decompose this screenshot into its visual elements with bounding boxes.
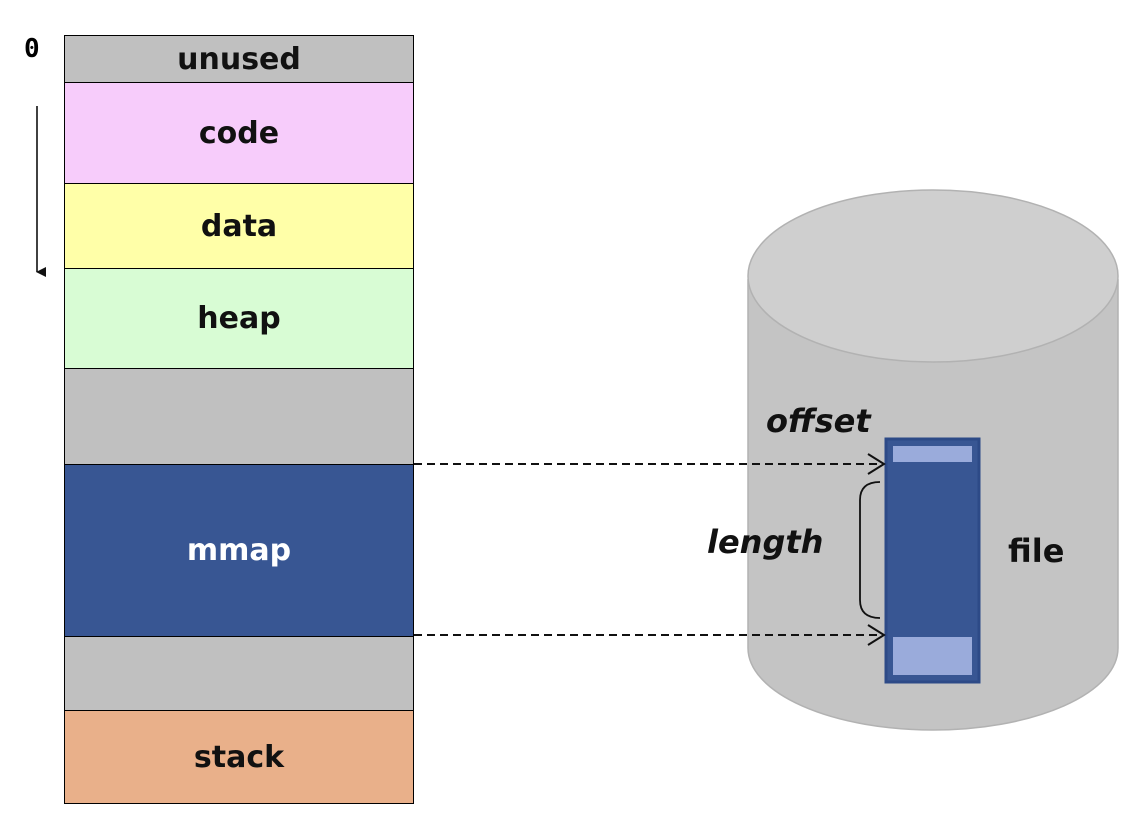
segment-mmap: mmap bbox=[64, 464, 414, 637]
file-region-top-part bbox=[893, 446, 972, 462]
memory-layout: unused code data heap mmap stack bbox=[64, 35, 414, 804]
length-label: length bbox=[707, 523, 824, 561]
length-brace bbox=[859, 481, 881, 619]
segment-gap-upper bbox=[64, 368, 414, 465]
offset-label: offset bbox=[766, 402, 871, 440]
segment-heap: heap bbox=[64, 268, 414, 369]
mapping-arrow-top bbox=[414, 453, 886, 475]
file-region-bottom-part bbox=[893, 637, 972, 675]
segment-code: code bbox=[64, 82, 414, 184]
segment-stack: stack bbox=[64, 710, 414, 804]
mapping-arrow-bottom bbox=[414, 624, 886, 646]
address-zero-label: 0 bbox=[24, 34, 40, 64]
file-label: file bbox=[1008, 532, 1065, 570]
segment-gap-lower bbox=[64, 636, 414, 711]
file-region bbox=[884, 437, 981, 684]
